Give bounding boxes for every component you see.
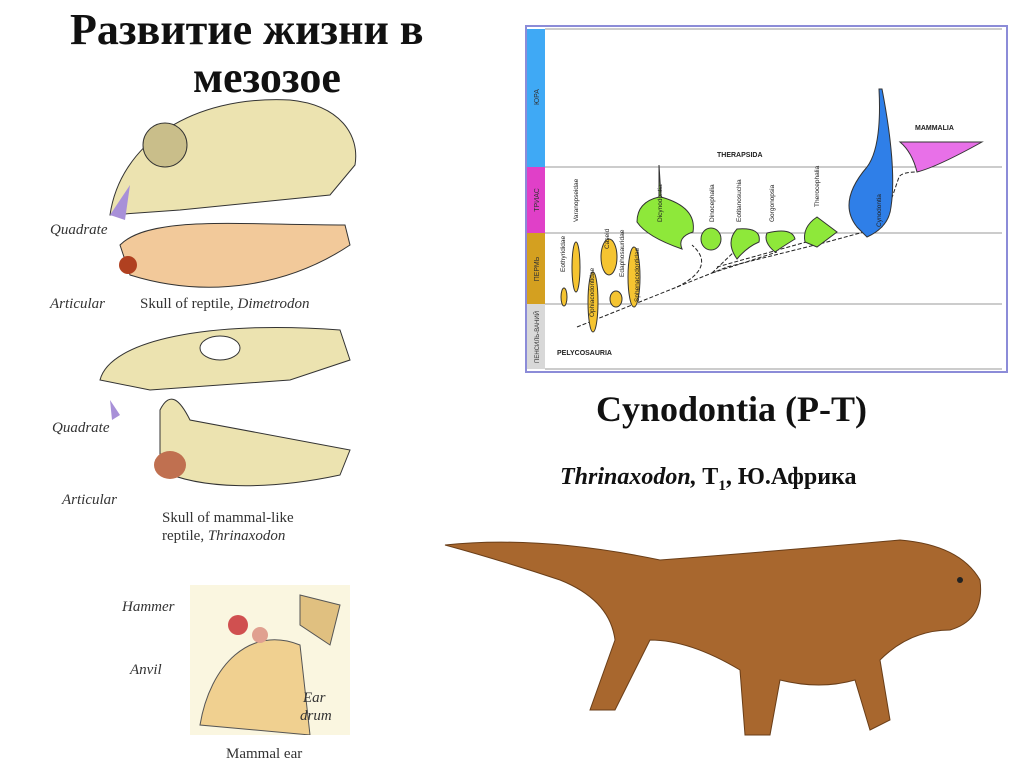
caption-thrinaxodon-1: Skull of mammal-like xyxy=(162,510,294,526)
taxon-label: Dicynodontia xyxy=(657,184,664,222)
taxon-label: Caseid xyxy=(604,228,611,249)
cynodontia-heading: Cynodontia (P-T) xyxy=(596,389,868,429)
caption-taxon: Thrinaxodon xyxy=(207,528,286,544)
clade-shape xyxy=(571,241,581,293)
thrinaxodon-skull xyxy=(99,326,351,487)
ear-drum-label-2: drum xyxy=(300,708,332,724)
place: , Ю.Африка xyxy=(725,464,857,490)
clade-shape xyxy=(636,164,694,250)
mammal-ear-caption: Mammal ear xyxy=(226,746,303,762)
thrinaxodon-subtitle: Thrinaxodon, T1, Ю.Африка xyxy=(560,464,857,495)
taxon-label: Varanopseidae xyxy=(573,178,580,222)
period-label-pennsylvanian: ПЕНСИЛЬ-ВАНИЙ xyxy=(533,311,541,363)
taxon-label: Ophiacodontidae xyxy=(589,267,596,317)
clade-shape xyxy=(700,227,722,251)
taxon-label: Gorgonopsia xyxy=(769,184,776,222)
caption-text: Skull of reptile, xyxy=(140,296,238,312)
taxon-label: Therocephalia xyxy=(814,165,821,207)
taxon-label: Sphenacodontidae xyxy=(634,247,641,302)
quadrate-label-2: Quadrate xyxy=(52,420,110,436)
period-label-perm: ПЕРМЬ xyxy=(534,256,541,281)
skull-illustrations xyxy=(99,99,357,487)
stage-subscript: 1 xyxy=(718,477,726,494)
clade-shape xyxy=(600,238,618,276)
clade-shape xyxy=(730,228,760,260)
stage: T xyxy=(702,464,719,490)
pelycosauria-label: PELYCOSAURIA xyxy=(557,350,612,357)
mammal-ear-illustration xyxy=(190,585,350,735)
period-bar-trias xyxy=(527,167,545,233)
quadrate-label-1: Quadrate xyxy=(50,222,108,238)
taxon-label: Eotitanosuchia xyxy=(736,179,743,222)
therapsida-label: THERAPSIDA xyxy=(717,152,763,159)
clade-shape xyxy=(627,246,641,308)
genus-name: Thrinaxodon, xyxy=(560,464,697,490)
clade-shape xyxy=(765,230,796,253)
phylogeny-diagram: ЮРА ТРИАС ПЕРМЬ ПЕНСИЛЬ-ВАНИЙ THERAPSIDA… xyxy=(525,25,1008,373)
clade-shape xyxy=(804,216,838,248)
mammalia-shape xyxy=(898,141,984,173)
clade-shape xyxy=(587,271,599,333)
mammalia-label: MAMMALIA xyxy=(915,125,954,132)
thrinaxodon-illustration xyxy=(444,539,982,736)
taxon-label: Edaphosauridae xyxy=(619,229,626,277)
period-bar-pennsylvanian xyxy=(527,304,545,369)
period-bar-perm xyxy=(527,233,545,304)
dimetrodon-skull xyxy=(109,99,357,288)
pelycosaur-clades xyxy=(560,88,984,333)
title-line1: Развитие жизни в xyxy=(70,5,424,54)
period-bar-jura xyxy=(527,29,545,167)
taxon-label: Dinocephalia xyxy=(709,184,716,222)
cynodontia-shape xyxy=(848,88,894,238)
ear-drum-label-1: Ear xyxy=(303,690,326,706)
title-line2: мезозое xyxy=(193,53,341,102)
caption-thrinaxodon-2: reptile, Thrinaxodon xyxy=(162,528,285,545)
period-label-jura: ЮРА xyxy=(534,89,541,105)
phylogeny-svg: ЮРА ТРИАС ПЕРМЬ ПЕНСИЛЬ-ВАНИЙ THERAPSIDA… xyxy=(527,28,1002,370)
caption-text: reptile, xyxy=(162,528,208,544)
hammer-label: Hammer xyxy=(122,599,175,615)
caption-dimetrodon: Skull of reptile, Dimetrodon xyxy=(140,296,309,313)
clade-shape xyxy=(609,290,623,308)
anvil-label: Anvil xyxy=(130,662,162,678)
clade-shape xyxy=(560,287,568,307)
caption-taxon: Dimetrodon xyxy=(237,296,310,312)
articular-label-2: Articular xyxy=(62,492,117,508)
taxon-label: Eothyrididae xyxy=(560,235,567,272)
taxon-label: Cynodontia xyxy=(876,194,883,227)
period-label-trias: ТРИАС xyxy=(534,188,541,212)
articular-label-1: Articular xyxy=(50,296,105,312)
